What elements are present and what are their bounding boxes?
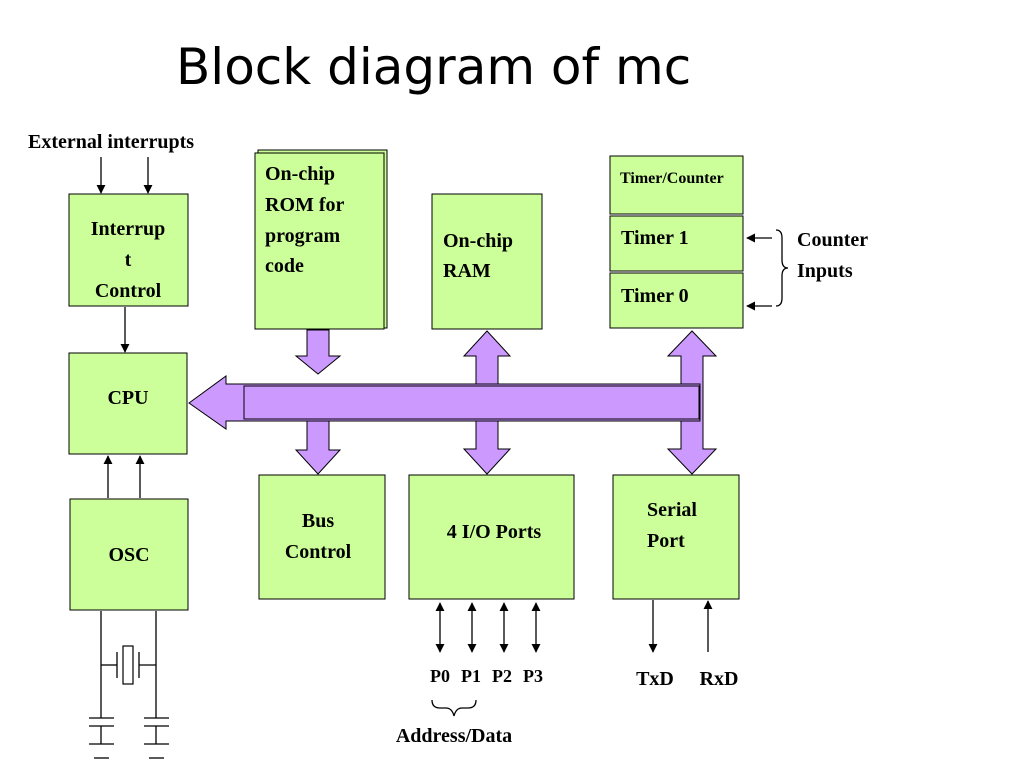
- rom-label-3: program: [265, 225, 341, 247]
- rom-to-bus-arrow: [294, 329, 342, 375]
- counter-inputs-label-2: Inputs: [797, 260, 853, 282]
- txd-label: TxD: [636, 668, 674, 690]
- timer-counter-label: Timer/Counter: [620, 170, 724, 187]
- interrupt-control-label-1: Interrup: [91, 218, 165, 240]
- serial-port-block: [612, 474, 740, 600]
- p3-label: P3: [523, 666, 543, 686]
- timer-counter-block: [609, 155, 744, 215]
- interrupt-control-label-2: t: [125, 249, 132, 271]
- timer0-block: [609, 272, 744, 329]
- rxd-label: RxD: [700, 668, 739, 690]
- bus-to-buscontrol-arrow: [294, 419, 342, 475]
- interrupt-control-label-3: Control: [95, 280, 162, 302]
- page-title: Block diagram of mc: [176, 38, 692, 96]
- rom-block-front: [254, 152, 385, 330]
- interrupt-control-block: [68, 193, 189, 307]
- counter-inputs-label-1: Counter: [797, 229, 868, 251]
- bus-control-block: [258, 474, 386, 600]
- io-ports-block: [408, 474, 575, 600]
- rom-label-2: ROM for: [265, 194, 345, 216]
- address-data-brace: [431, 699, 477, 717]
- rom-label-4: code: [265, 255, 304, 277]
- timer1-block: [609, 215, 744, 272]
- rom-label-1: On-chip: [265, 163, 335, 185]
- osc-label: OSC: [108, 544, 149, 566]
- counter-inputs-brace: [775, 229, 789, 307]
- cpu-block: [68, 352, 188, 455]
- ram-label-2: RAM: [443, 260, 491, 282]
- address-data-label: Address/Data: [396, 725, 512, 747]
- io-ports-label: 4 I/O Ports: [447, 521, 542, 543]
- serial-port-label-1: Serial: [647, 499, 697, 521]
- serial-port-label-2: Port: [647, 530, 685, 552]
- p2-label: P2: [492, 666, 512, 686]
- ram-label-1: On-chip: [443, 230, 513, 252]
- timer0-label: Timer 0: [621, 285, 689, 307]
- internal-bus-bar: [243, 385, 700, 420]
- cpu-label: CPU: [107, 387, 148, 409]
- crystal-oscillator-circuit: [89, 611, 169, 759]
- osc-block: [69, 498, 189, 611]
- external-interrupts-label: External interrupts: [28, 131, 194, 153]
- p1-label: P1: [461, 666, 481, 686]
- bus-control-label-1: Bus: [302, 510, 334, 532]
- p0-label: P0: [430, 666, 450, 686]
- timer1-label: Timer 1: [621, 227, 689, 249]
- bus-control-label-2: Control: [285, 541, 352, 563]
- ram-block: [431, 193, 543, 330]
